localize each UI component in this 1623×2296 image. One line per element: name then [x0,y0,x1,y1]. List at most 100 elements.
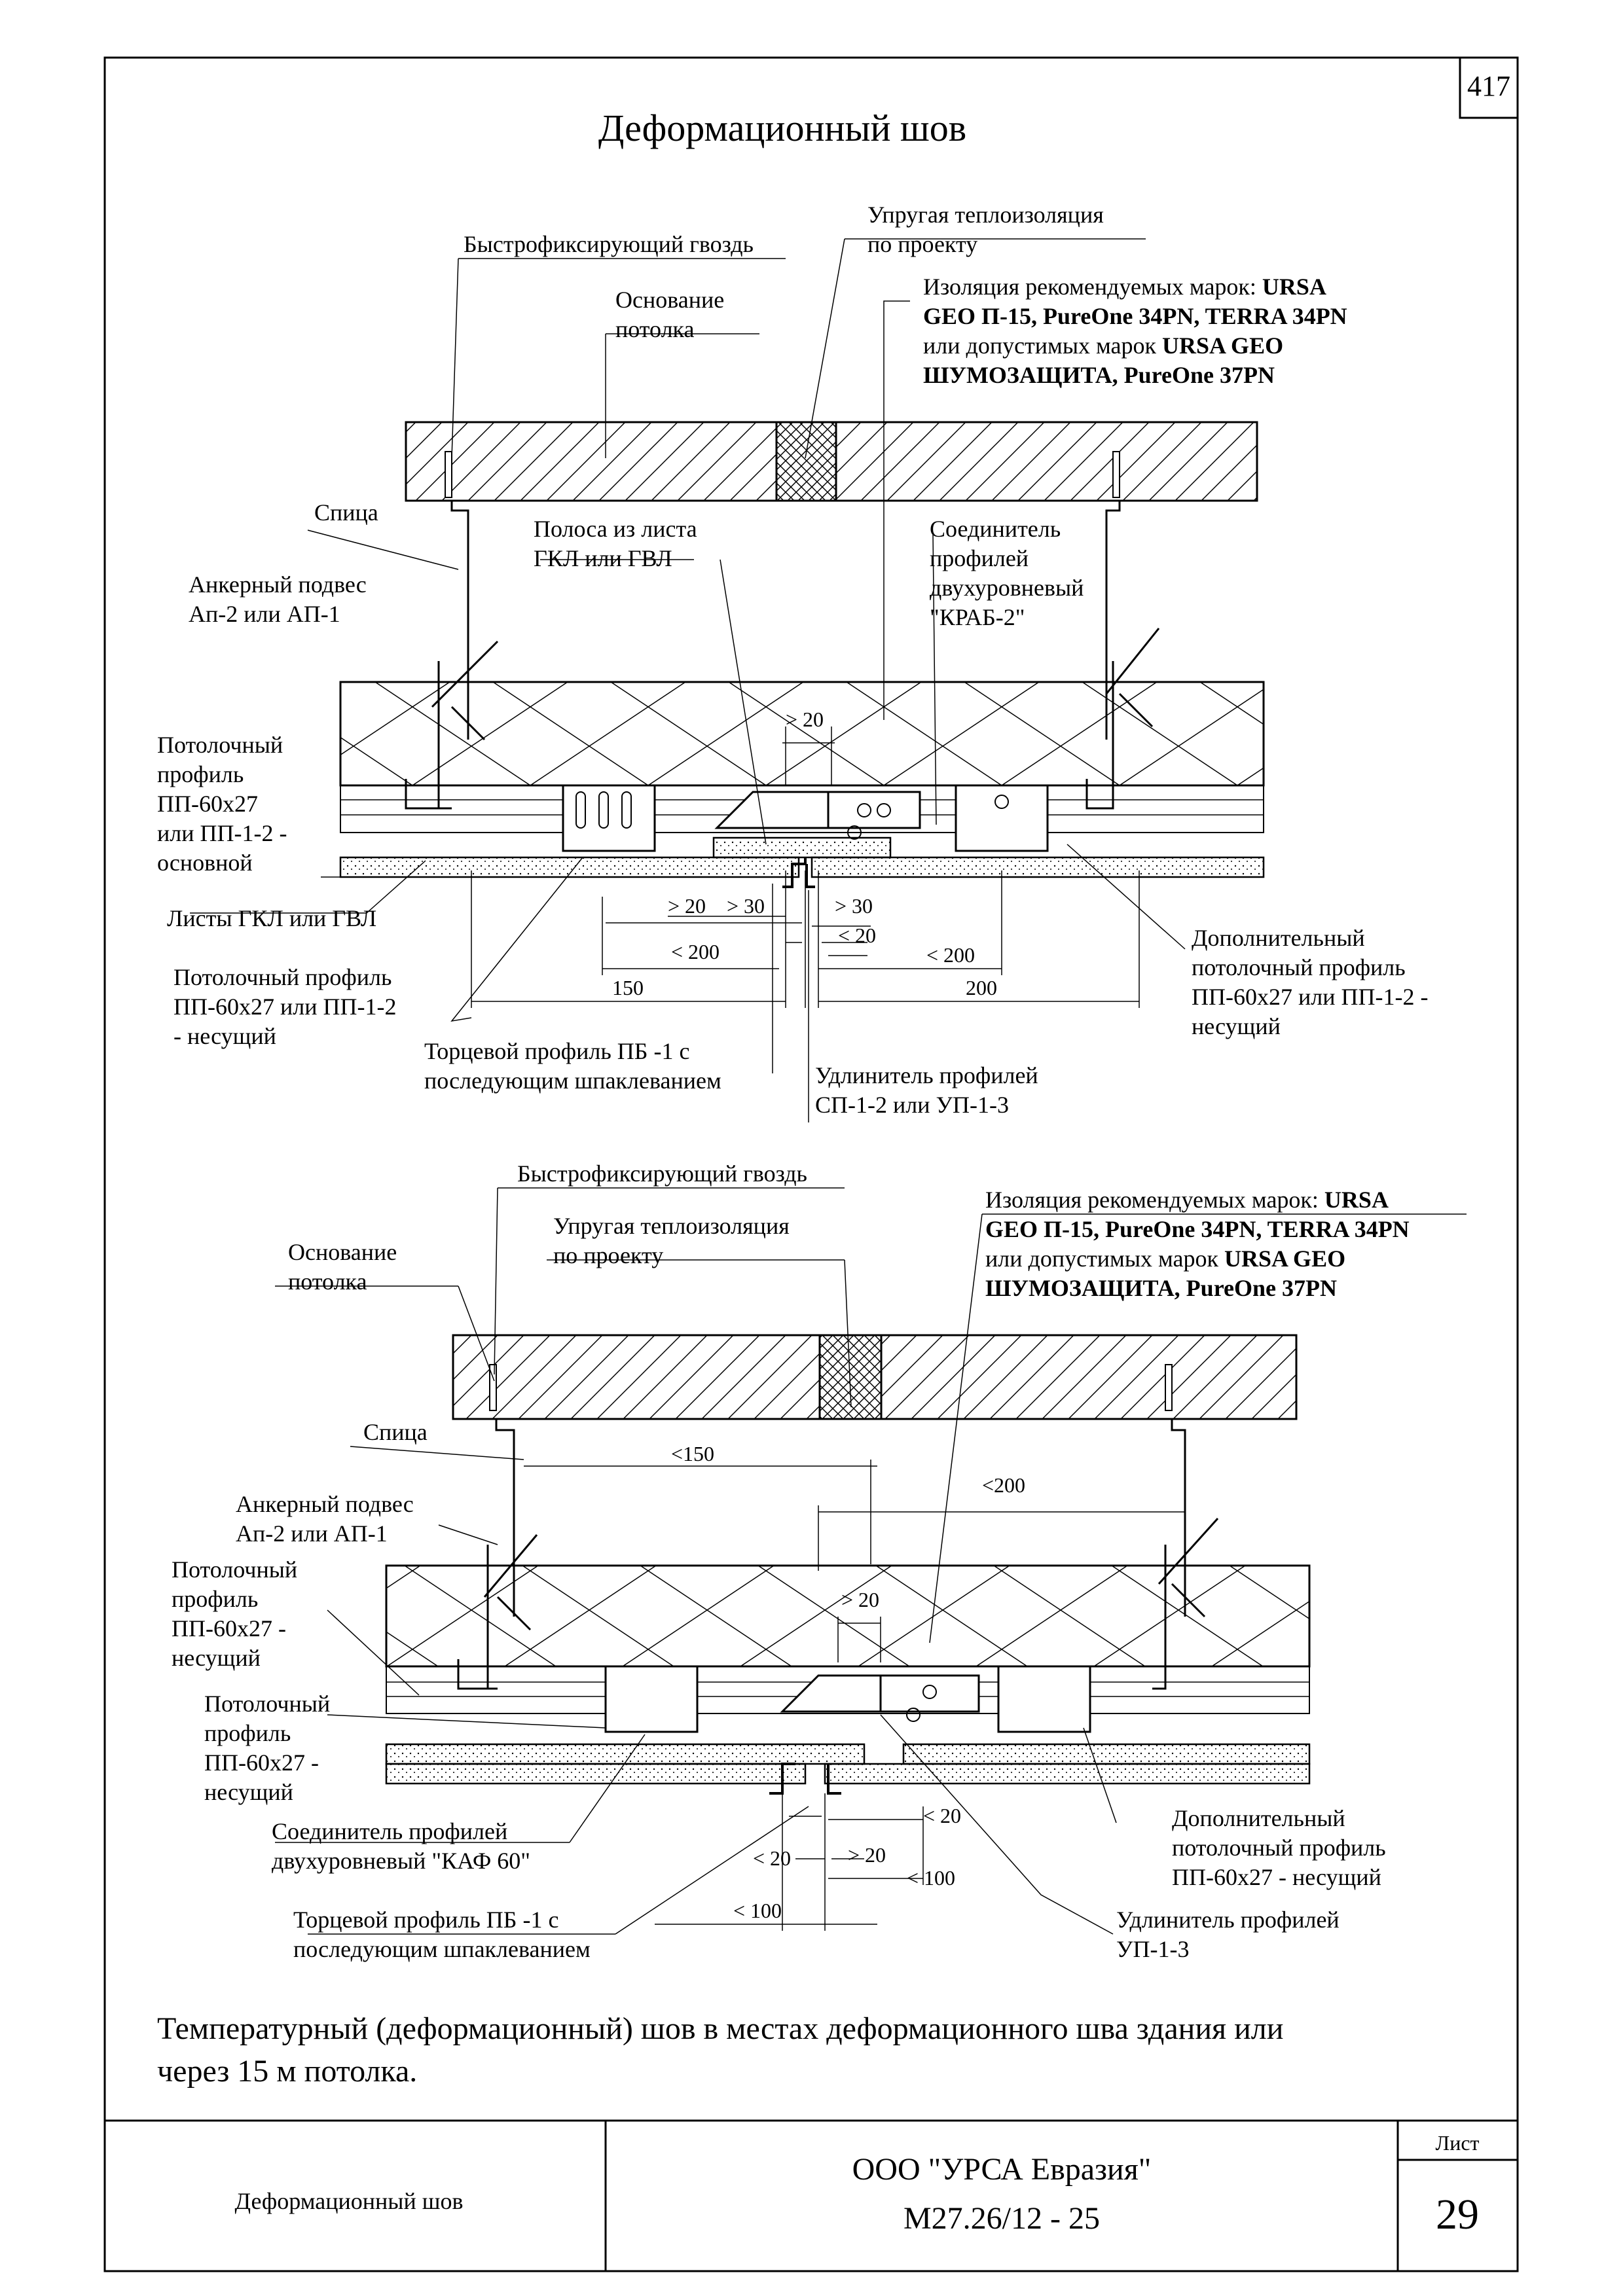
ceiling-slab-left-b [452,1334,821,1420]
ceiling-slab-left [405,421,778,502]
label-elastic-1: Упругая теплоизоляция [867,202,1104,228]
insulation-layer [339,681,1265,787]
dim-gt30: > 30 [727,894,765,918]
dim-gt20-bbb: > 20 [848,1843,886,1867]
label-ceil-b2: профиль [204,1720,291,1746]
page-title: Деформационный шов [598,107,966,149]
dim-lt100: < 100 [907,1866,955,1890]
label-anchor-2: Ап-2 или АП-1 [189,601,340,627]
dim-lt200: < 200 [671,940,720,963]
top-labels: Быстрофиксирующий гвоздь Упругая теплоиз… [157,202,1428,1118]
label-add-1: Дополнительный [1192,925,1365,951]
label-conn-2: профилей [930,545,1029,571]
label-anchor-1: Анкерный подвес [189,571,367,598]
caption-line-2: через 15 м потолка. [157,2054,417,2089]
page-number-box [1459,56,1519,119]
label-strip-2: ГКЛ или ГВЛ [534,545,672,571]
label-strip-1: Полоса из листа [534,516,697,542]
label-end-2: последующим шпаклеванием [424,1067,721,1094]
top-detail [190,238,1265,1122]
dim-gt20: > 20 [786,708,824,731]
label-add-3: ПП-60х27 или ПП-1-2 - [1192,984,1428,1010]
label-add-2: потолочный профиль [1192,954,1406,980]
label-ceil-a1: Потолочный [172,1556,297,1583]
dim-lt200-bb: <200 [982,1473,1025,1497]
label-base-2b: потолка [288,1268,367,1295]
dim-lt150: <150 [671,1442,714,1465]
gypsum-sheet-right [811,856,1265,878]
label-ceil-3: ПП-60х27 [157,791,258,817]
stamp-sheet-number: 29 [1436,2191,1479,2238]
label-ceil-b4: несущий [204,1779,293,1805]
gypsum-sheet-left-b [385,1743,866,1765]
label-add-1b: Дополнительный [1172,1805,1345,1831]
dim-lt20: < 20 [838,924,876,947]
dim-lt20-bb: < 20 [753,1846,791,1870]
label-insulation-1: Изоляция рекомендуемых марок: URSA [923,274,1326,300]
sheet-border [103,56,1519,2272]
label-bear-3: - несущий [173,1023,276,1049]
label-ceil-a2: профиль [172,1586,258,1612]
label-spoke-b: Спица [363,1419,428,1445]
label-spoke: Спица [314,499,378,526]
label-end-1b: Торцевой профиль ПБ -1 с [293,1907,558,1933]
label-end-1: Торцевой профиль ПБ -1 с [424,1038,689,1064]
label-add-4: несущий [1192,1013,1281,1039]
elastic-insulation-fill-b [818,1334,883,1420]
label-nail: Быстрофиксирующий гвоздь [464,231,754,257]
caption-line-1: Температурный (деформационный) шов в мес… [157,2011,1283,2046]
label-insulation-2: GEO П-15, PureOne 34PN, TERRA 34PN [923,303,1347,329]
dim-lt200-b: < 200 [926,943,975,967]
stamp-sheet-label: Лист [1435,2131,1479,2155]
label-insulation-1b: Изоляция рекомендуемых марок: URSA [985,1187,1389,1213]
dim-lt100-b: < 100 [733,1899,782,1922]
gkl-strip [712,836,892,859]
page-number: 417 [1467,70,1510,102]
dim-gt30-b: > 30 [835,894,873,918]
dim-gt20-b: > 20 [668,894,706,918]
label-ext-1: Удлинитель профилей [815,1062,1038,1088]
bottom-detail [275,1187,1467,1935]
label-bear-1: Потолочный профиль [173,964,392,990]
label-add-3b: ПП-60х27 - несущий [1172,1864,1381,1890]
label-nail-b: Быстрофиксирующий гвоздь [517,1160,807,1187]
label-base-1: Основание [615,287,724,313]
label-ceil-1: Потолочный [157,732,283,758]
label-conn-3: двухуровневый [930,575,1084,601]
stamp-org: ООО "УРСА Евразия" [852,2152,1152,2187]
label-elastic-1b: Упругая теплоизоляция [553,1213,790,1239]
label-ceil-b1: Потолочный [204,1691,330,1717]
label-conn-4: "КРАБ-2" [930,604,1025,630]
label-ceil-4: или ПП-1-2 - [157,820,287,846]
label-insulation-3: или допустимых марок URSA GEO [923,332,1283,359]
dim-lt20-b: < 20 [923,1804,961,1827]
label-ext-2b: УП-1-3 [1116,1936,1189,1962]
stamp-code: М27.26/12 - 25 [903,2201,1100,2236]
label-ceil-b3: ПП-60х27 - [204,1749,319,1776]
label-sheets: Листы ГКЛ или ГВЛ [167,905,376,931]
label-elastic-2b: по проекту [553,1242,663,1268]
label-anchor-1b: Анкерный подвес [236,1491,414,1517]
label-end-2b: последующим шпаклеванием [293,1936,591,1962]
stamp-left: Деформационный шов [235,2188,464,2214]
label-ceil-a3: ПП-60х27 - [172,1615,286,1641]
label-add-2b: потолочный профиль [1172,1835,1386,1861]
label-anchor-2b: Ап-2 или АП-1 [236,1520,388,1547]
label-insulation-4: ШУМОЗАЩИТА, PureOne 37PN [923,362,1275,388]
label-base-2: потолка [615,316,694,342]
label-insulation-3b: или допустимых марок URSA GEO [985,1246,1345,1272]
label-ext-1b: Удлинитель профилей [1116,1907,1340,1933]
label-bear-2: ПП-60х27 или ПП-1-2 [173,994,396,1020]
label-conn-1: Соединитель [930,516,1061,542]
insulation-layer-b [385,1564,1311,1668]
ceiling-slab-right [835,421,1258,502]
ceiling-slab-right-b [880,1334,1298,1420]
label-conn-2b: двухуровневый "КАФ 60" [272,1848,530,1874]
label-insulation-4b: ШУМОЗАЩИТА, PureOne 37PN [985,1275,1337,1301]
bottom-labels: Быстрофиксирующий гвоздь Изоляция рекоме… [172,1160,1410,1962]
dim-150: 150 [612,976,644,999]
dim-200: 200 [966,976,997,999]
label-elastic-2: по проекту [867,231,977,257]
label-ext-2: СП-1-2 или УП-1-3 [815,1092,1009,1118]
gypsum-sheet-right-b [902,1743,1311,1765]
